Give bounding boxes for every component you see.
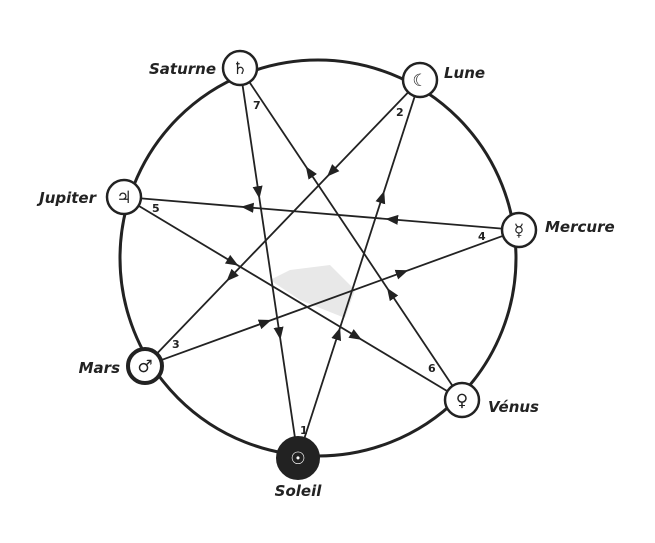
lune-node-circle — [401, 61, 439, 99]
connection-jupiter-venus — [138, 204, 448, 393]
jupiter-order-number: 5 — [152, 202, 160, 215]
soleil-node-circle — [276, 436, 320, 480]
mercure-order-number: 4 — [478, 230, 486, 243]
saturne-label: Saturne — [149, 60, 216, 78]
arrow-icon-saturne-soleil-2 — [273, 326, 284, 340]
saturne-node-circle — [221, 49, 259, 87]
soleil-order-number: 1 — [300, 424, 308, 437]
lune-order-number: 2 — [396, 106, 404, 119]
star-center-shading — [270, 265, 355, 318]
moon-symbol-icon: ☾ — [412, 71, 427, 91]
jupiter-symbol-icon: ♃ — [116, 188, 131, 208]
sun-symbol-icon: ☉ — [290, 449, 305, 469]
mars-node-circle — [126, 347, 164, 385]
arrow-icon-mars-mercure-1 — [257, 319, 272, 330]
saturn-symbol-icon: ♄ — [232, 59, 247, 79]
connection-venus-saturne — [248, 81, 454, 387]
arrow-icon-jupiter-venus-1 — [224, 254, 239, 266]
mercury-symbol-icon: ☿ — [514, 221, 524, 241]
arrow-icon-soleil-lune-2 — [375, 190, 386, 205]
saturne-order-number: 7 — [253, 99, 261, 112]
lune-label: Lune — [444, 64, 485, 82]
connection-soleil-lune — [303, 95, 416, 439]
arrow-icon-mars-mercure-2 — [394, 269, 409, 280]
connection-mars-mercure — [160, 234, 504, 362]
venus-symbol-icon: ♀ — [456, 391, 468, 411]
jupiter-node-circle — [105, 178, 143, 216]
planet-node-saturne: ♄ Saturne 7 — [149, 49, 261, 112]
arrow-icon-jupiter-venus-2 — [348, 329, 362, 340]
connection-lune-mars — [156, 91, 409, 355]
star-lines — [138, 81, 504, 439]
mars-symbol-icon: ♂ — [137, 357, 152, 377]
mercure-node-circle — [500, 211, 538, 249]
planet-node-mercure: ☿ Mercure 4 — [478, 211, 615, 249]
planet-node-mars: ♂ Mars 3 — [79, 338, 180, 385]
arrow-icon-lune-mars-1 — [327, 164, 340, 177]
arrow-icon-venus-saturne-2 — [305, 166, 317, 180]
jupiter-label: Jupiter — [36, 189, 97, 207]
venus-label: Vénus — [488, 398, 539, 416]
arrow-icon-soleil-lune-1 — [331, 327, 342, 342]
mars-label: Mars — [79, 359, 120, 377]
arrow-icon-lune-mars-2 — [226, 268, 239, 282]
planet-nodes: ♄ Saturne 7 ☾ Lune 2 ♃ Jupiter 5 ☿ Mercu… — [36, 49, 615, 500]
arrow-icon-saturne-soleil-1 — [252, 185, 263, 199]
venus-order-number: 6 — [428, 362, 436, 375]
planet-node-venus: ♀ Vénus 6 — [428, 362, 539, 419]
connection-saturne-soleil — [241, 84, 296, 438]
connection-mercure-jupiter — [140, 197, 503, 230]
mars-order-number: 3 — [172, 338, 180, 351]
planet-node-lune: ☾ Lune 2 — [396, 61, 485, 119]
planet-node-jupiter: ♃ Jupiter 5 — [36, 178, 160, 216]
planet-node-soleil: ☉ Soleil 1 — [275, 424, 323, 500]
soleil-label: Soleil — [275, 482, 323, 500]
mercure-label: Mercure — [545, 218, 615, 236]
venus-node-circle — [443, 381, 481, 419]
arrow-icon-venus-saturne-1 — [387, 287, 399, 302]
